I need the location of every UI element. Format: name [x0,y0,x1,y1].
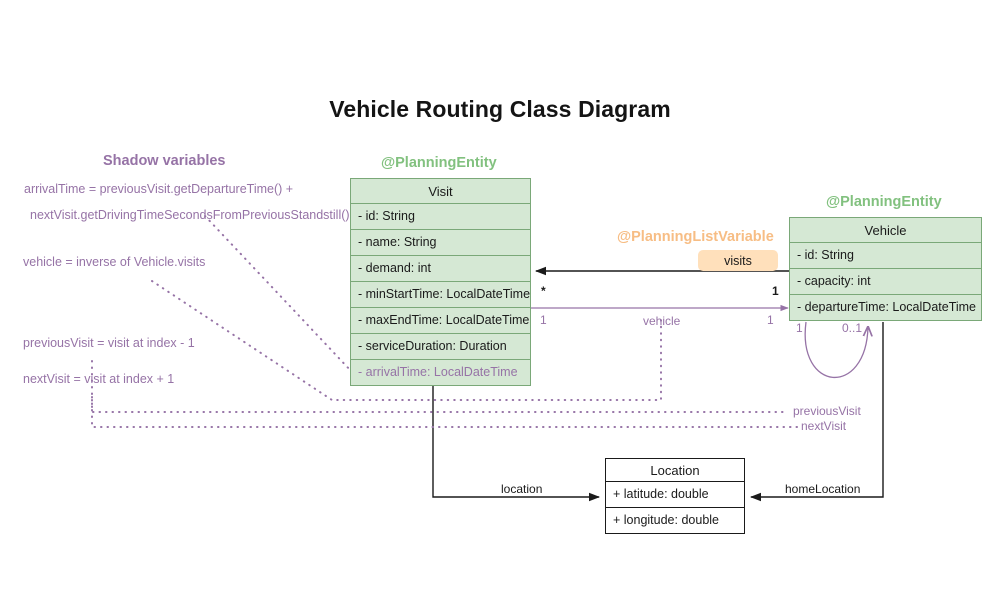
page-title: Vehicle Routing Class Diagram [329,96,671,122]
location-edge-label: location [501,482,543,496]
visits-target-multiplicity: * [541,284,546,298]
vehicle-attribute-departuretime: - departureTime: LocalDateTime [789,295,982,321]
shadow-note-previousvisit: previousVisit = visit at index - 1 [23,336,195,350]
vehicle-self-loop-source-multiplicity: 1 [796,321,803,335]
visit-attribute-arrivaltime: - arrivalTime: LocalDateTime [350,360,531,386]
shadow-note-arrivaltime-1: arrivalTime = previousVisit.getDeparture… [24,182,294,196]
vehicle-attribute-capacity: - capacity: int [789,269,982,295]
vehicle-self-loop-target-multiplicity: 0..1 [842,321,863,335]
next-visit-edge-label: nextVisit [801,419,847,433]
visits-badge: visits [698,250,778,271]
location-attribute-longitude: + longitude: double [605,508,745,534]
home-location-edge-label: homeLocation [785,482,861,496]
shadow-note-vehicle: vehicle = inverse of Vehicle.visits [23,255,206,269]
visit-attribute-id: - id: String [350,204,531,230]
previous-visit-edge-label: previousVisit [793,404,861,418]
vehicle-source-multiplicity: 1 [540,313,547,327]
vehicle-attribute-id: - id: String [789,243,982,269]
class-box-visit[interactable]: Visit - id: String - name: String - dema… [350,178,531,386]
class-box-vehicle[interactable]: Vehicle - id: String - capacity: int - d… [789,217,982,321]
visit-attribute-serviceduration: - serviceDuration: Duration [350,334,531,360]
vehicle-edge-label: vehicle [643,314,681,328]
visit-stereotype: @PlanningEntity [381,155,497,171]
shadow-note-arrivaltime-2: nextVisit.getDrivingTimeSecondsFromPrevi… [30,208,350,222]
class-box-location[interactable]: Location + latitude: double + longitude:… [605,458,745,534]
shadow-variables-heading: Shadow variables [103,153,226,169]
visit-attribute-minstarttime: - minStartTime: LocalDateTime [350,282,531,308]
visit-attribute-name: - name: String [350,230,531,256]
visit-class-name: Visit [350,178,531,204]
vehicle-stereotype: @PlanningEntity [826,194,942,210]
planning-list-variable-stereotype: @PlanningListVariable [617,229,774,245]
visit-attribute-demand: - demand: int [350,256,531,282]
shadow-note-nextvisit: nextVisit = visit at index + 1 [23,372,175,386]
location-class-name: Location [605,458,745,482]
vehicle-class-name: Vehicle [789,217,982,243]
visits-source-multiplicity: 1 [772,284,779,298]
location-attribute-latitude: + latitude: double [605,482,745,508]
visit-attribute-maxendtime: - maxEndTime: LocalDateTime [350,308,531,334]
vehicle-target-multiplicity: 1 [767,313,774,327]
